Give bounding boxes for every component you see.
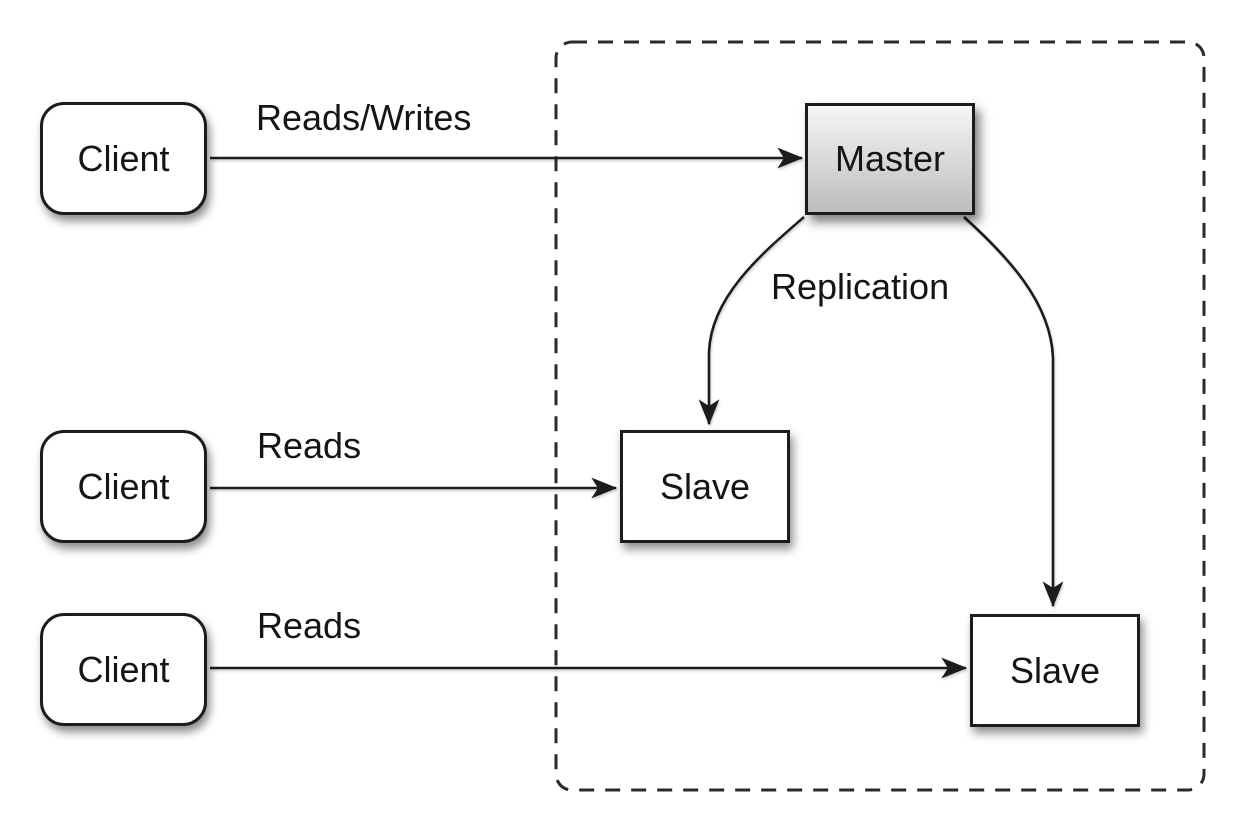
edge-label-reads-writes: Reads/Writes [256, 97, 472, 138]
server-group-dashed-boundary [554, 40, 1206, 792]
edge-label-reads-middle: Reads [257, 425, 362, 466]
node-client-middle: Client [40, 430, 207, 543]
node-slave-middle: Slave [620, 430, 790, 543]
arrow-replication-master-to-slave-middle [698, 216, 805, 426]
node-client-top: Client [40, 102, 207, 215]
edge-label-replication: Replication [771, 266, 950, 307]
node-client-top-label: Client [77, 137, 170, 179]
edge-label-reads-bottom: Reads [257, 605, 362, 646]
node-master: Master [805, 103, 975, 215]
node-client-bottom-label: Client [77, 648, 170, 690]
node-master-label: Master [834, 138, 946, 179]
arrow-replication-master-to-slave-bottom [963, 216, 1064, 608]
node-slave-middle-label: Slave [659, 465, 751, 507]
node-client-middle-label: Client [77, 465, 170, 507]
node-slave-bottom-label: Slave [1009, 649, 1101, 691]
node-client-bottom: Client [40, 613, 207, 726]
node-slave-bottom: Slave [970, 614, 1140, 727]
